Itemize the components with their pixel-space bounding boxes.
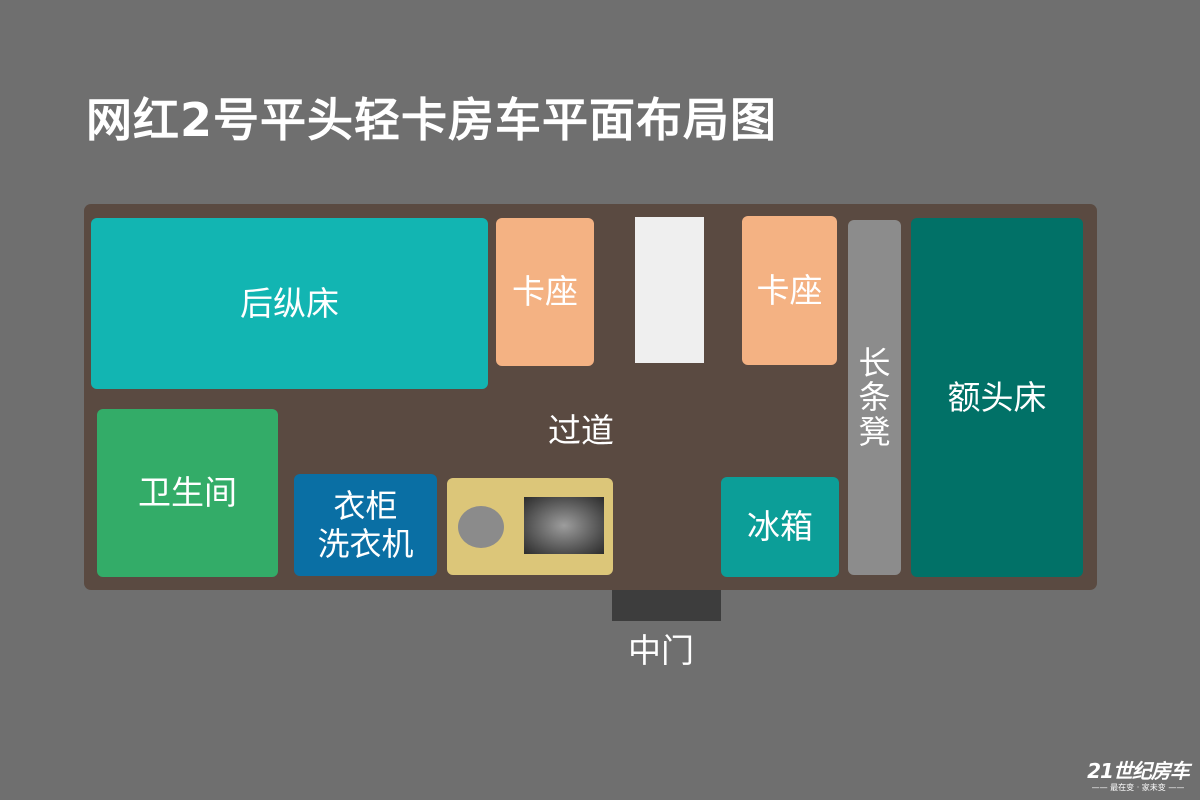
bench-label-char: 长 (858, 343, 891, 382)
long-bench: 长 条 凳 (848, 220, 901, 575)
page-title: 网红2号平头轻卡房车平面布局图 (86, 93, 778, 147)
dining-table (635, 217, 704, 363)
watermark-logo-text: 21世纪房车 (1087, 759, 1190, 783)
booth-seat-right: 卡座 (742, 216, 837, 365)
bathroom-label: 卫生间 (138, 473, 237, 513)
fridge-label: 冰箱 (747, 507, 813, 547)
washer-label: 洗衣机 (317, 525, 414, 563)
booth-seat-left: 卡座 (496, 218, 594, 366)
wardrobe-label: 衣柜 (333, 486, 398, 525)
watermark-slogan: —— 最在变 · 家未变 —— (1091, 783, 1185, 792)
sink-icon (524, 497, 604, 554)
rear-bed-label: 后纵床 (240, 283, 339, 323)
rear-longitudinal-bed: 后纵床 (91, 218, 488, 389)
wardrobe-washer: 衣柜 洗衣机 (294, 474, 437, 576)
over-cab-bed-label: 额头床 (947, 377, 1047, 417)
booth-right-label: 卡座 (756, 270, 823, 310)
aisle-label: 过道 (548, 411, 614, 450)
fridge: 冰箱 (721, 477, 839, 577)
over-cab-bed: 额头床 (911, 218, 1083, 577)
bench-label: 长 条 凳 (858, 346, 890, 450)
middle-door (612, 590, 721, 621)
bench-label-char: 条 (858, 378, 891, 417)
booth-left-label: 卡座 (512, 272, 578, 312)
bench-label-char: 凳 (858, 412, 891, 451)
bathroom: 卫生间 (97, 409, 278, 577)
brand-watermark: 21世纪房车 —— 最在变 · 家未变 —— (1087, 755, 1190, 793)
middle-door-label: 中门 (628, 631, 694, 670)
stove-burner-icon (458, 506, 504, 548)
